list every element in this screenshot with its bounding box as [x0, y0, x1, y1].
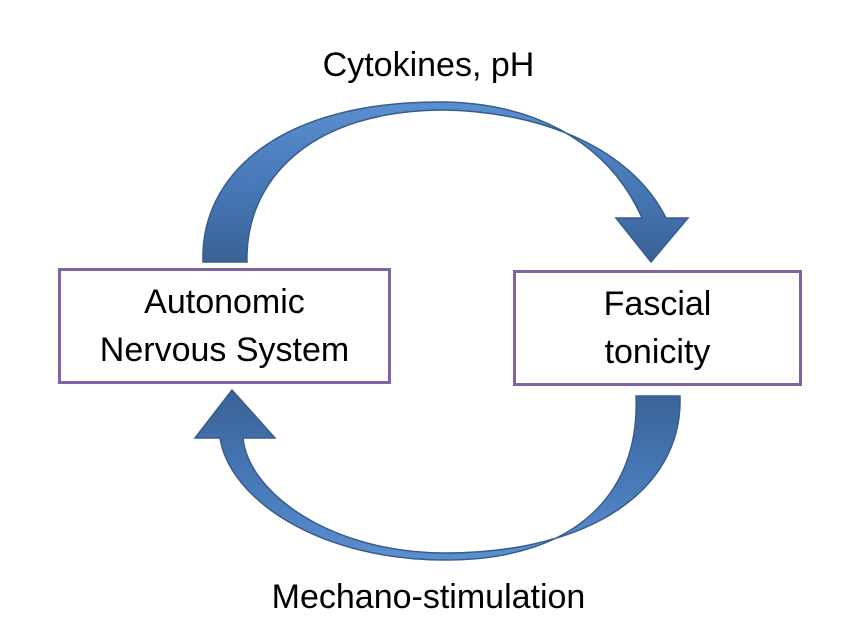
arrow-top-curved [202, 101, 690, 264]
node-fascial-tonicity: Fascial tonicity [513, 270, 802, 386]
node-right-line2: tonicity [604, 333, 711, 371]
node-right-line1: Fascial [603, 285, 712, 323]
arrow-bottom-curved [193, 388, 681, 561]
node-left-line1: Autonomic [144, 283, 305, 321]
node-left-line2: Nervous System [99, 331, 350, 369]
edge-label-top: Cytokines, pH [322, 46, 535, 84]
edge-label-bottom: Mechano-stimulation [271, 578, 586, 616]
node-autonomic-nervous-system: Autonomic Nervous System [58, 268, 391, 384]
